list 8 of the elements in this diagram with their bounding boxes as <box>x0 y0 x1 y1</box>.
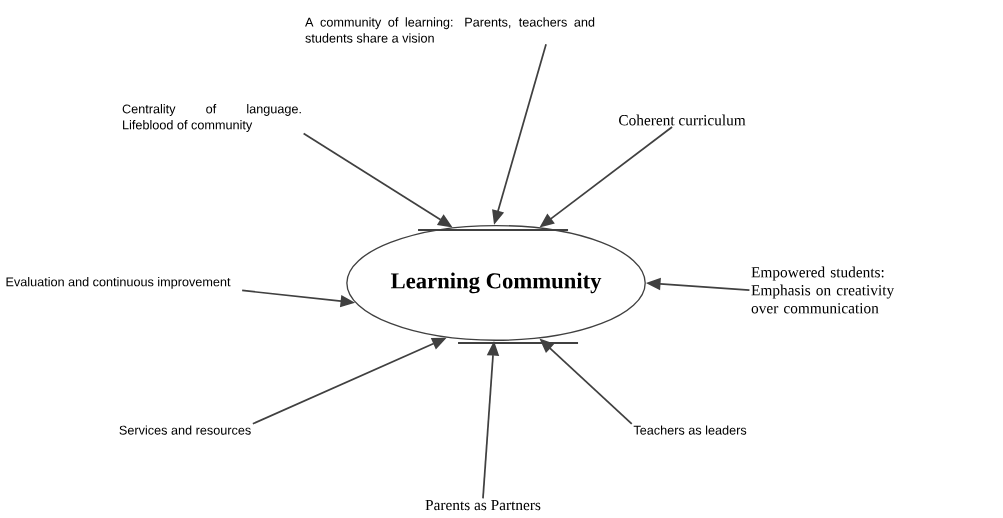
label-text: Teachers as leaders <box>633 425 747 435</box>
label-text: Centrality of language. Lifeblood of community <box>122 104 301 132</box>
label-text: Empowered students: Emphasis on creativity over communication <box>751 266 895 314</box>
label-text: A community of learning: Parents, teachers and students share a vision <box>305 17 595 43</box>
label-text: Services and resources <box>119 425 251 435</box>
label-text: Coherent curriculum <box>619 114 746 126</box>
label-text: Parents as Partners <box>425 500 541 511</box>
label-text: Evaluation and continuous improvement <box>6 277 231 289</box>
